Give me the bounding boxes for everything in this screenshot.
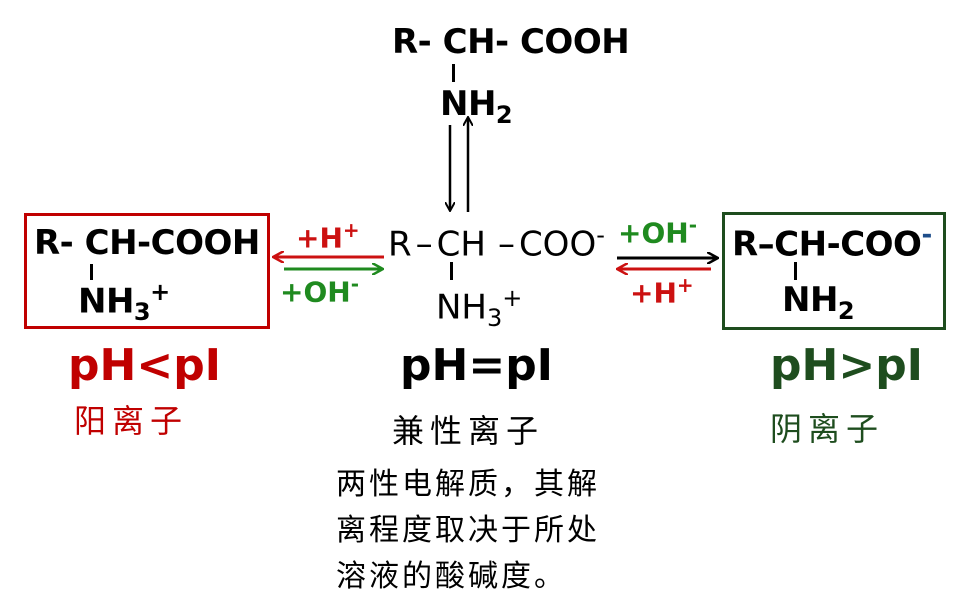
reagent-left-top-sup: + (342, 218, 360, 242)
anion-amine: NH2 (782, 280, 855, 325)
reagent-left-bottom-sup: - (350, 272, 360, 296)
cation-label: 阳离子 (74, 402, 189, 440)
zwitterion-coo: COO (518, 224, 597, 265)
note-line: 离程度取决于所处 (336, 513, 600, 548)
zwitterion-nh: NH (436, 287, 487, 328)
reagent-right-bottom-sup: + (676, 273, 694, 297)
top-molecule-bond (452, 64, 455, 82)
reagent-right-bottom: +H+ (630, 273, 694, 309)
cation-bond (90, 264, 93, 280)
note-block: 两性电解质，其解 离程度取决于所处 溶液的酸碱度。 (336, 462, 600, 600)
anion-label: 阴离子 (770, 410, 885, 448)
reagent-left-top: +H+ (296, 218, 360, 254)
zwitterion-label: 兼性离子 (392, 412, 545, 450)
cation-condition: pH<pI (68, 340, 222, 391)
reagent-right-bottom-text: +H (630, 276, 677, 310)
reagent-right-top: +OH- (618, 213, 697, 249)
zwitterion-ch: CH (436, 224, 486, 265)
zwitterion-nh-sub: 3 (487, 304, 503, 333)
reagent-left-top-text: +H (296, 221, 343, 255)
reagent-right-top-text: +OH (618, 216, 689, 250)
note-line: 溶液的酸碱度。 (336, 559, 567, 594)
top-nh: NH (440, 84, 496, 124)
cation-nh-sub: 3 (133, 298, 151, 327)
zwitterion-amine: NH3+ (436, 284, 522, 332)
top-nh-sub: 2 (495, 100, 513, 129)
cation-amine: NH3+ (78, 278, 170, 326)
anion-bond (794, 262, 797, 280)
anion-condition: pH>pI (770, 340, 924, 391)
note-line: 两性电解质，其解 (336, 467, 600, 502)
cation-main: R- CH-COOH (34, 223, 260, 263)
anion-charge: - (921, 220, 932, 250)
reagent-right-top-sup: - (688, 213, 698, 237)
zwitterion-charge: - (596, 221, 605, 249)
zwitterion-r: R (388, 224, 412, 265)
anion-nh-sub: 2 (837, 296, 855, 325)
top-molecule-amine: NH2 (440, 84, 513, 129)
anion-main: R–CH-COO (732, 224, 922, 265)
top-molecule-main: R- CH- COOH (392, 22, 630, 62)
zwitterion-formula: R–CH–COO- (388, 221, 605, 265)
zwitterion-bond (450, 262, 453, 280)
cation-nh-sup: + (150, 278, 170, 306)
anion-nh: NH (782, 280, 838, 320)
cation-nh: NH (78, 281, 134, 322)
cation-formula: R- CH-COOH (34, 223, 260, 263)
zwitterion-nh-sup: + (502, 284, 523, 312)
zwitterion-condition: pH=pI (400, 340, 554, 391)
reagent-left-bottom: +OH- (280, 272, 359, 308)
top-molecule-formula: R- CH- COOH (392, 22, 630, 62)
anion-formula: R–CH-COO- (732, 220, 932, 264)
anion-box (722, 212, 946, 330)
reagent-left-bottom-text: +OH (280, 275, 351, 309)
cation-box (24, 213, 270, 329)
